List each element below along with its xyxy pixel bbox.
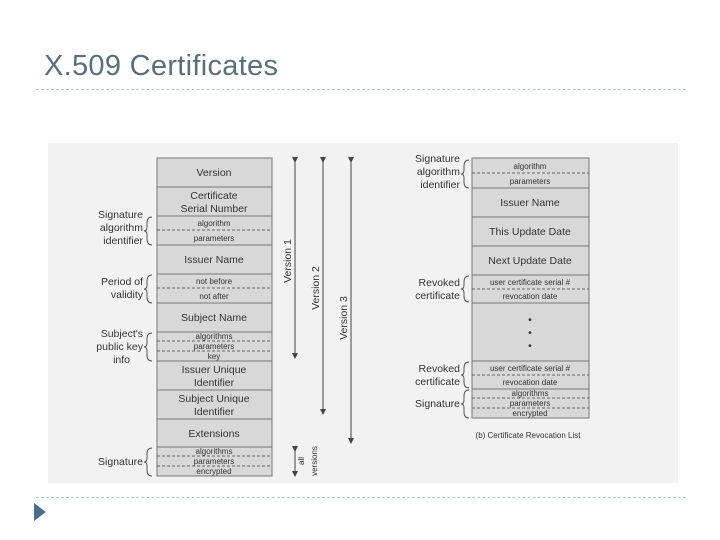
bullet-arrow-icon <box>34 503 46 521</box>
crl-next-update-field <box>471 245 590 276</box>
crl-label-revoked-1a: Revoked <box>419 277 461 289</box>
crl-label-sig-alg-2: algorithm <box>417 166 460 178</box>
slide-title: X.509 Certificates <box>44 50 279 82</box>
crl-label-revoked-1b: certificate <box>415 290 460 302</box>
crl-signature-enc-text: encrypted <box>512 409 547 418</box>
cert-label-sig-alg-3: identifier <box>103 235 143 247</box>
brace-cert-signature <box>143 447 153 477</box>
cert-extensions-text: Extensions <box>188 428 239 440</box>
crl-revoked-2-serial-text: user certificate serial # <box>490 364 571 373</box>
crl-this-update-field <box>471 216 590 247</box>
cert-not-before-text: not before <box>196 277 233 286</box>
x509-diagram: Version Certificate Serial Number algori… <box>96 153 590 477</box>
all-versions-label-1: all <box>297 457 306 465</box>
certificate-structure: Version Certificate Serial Number algori… <box>156 157 273 477</box>
crl-labels: Signature algorithm identifier Revoked c… <box>415 153 470 419</box>
cert-subject-text: Subject Name <box>181 312 247 324</box>
cert-sig-params-text: parameters <box>194 234 234 243</box>
cert-serial-field <box>156 186 273 217</box>
title-divider <box>36 89 686 90</box>
crl-label-sig-alg-1: Signature <box>415 153 460 165</box>
version-1-label: Version 1 <box>282 239 294 283</box>
brace-crl-signature <box>460 389 470 419</box>
crl-issuer-text: Issuer Name <box>500 197 560 209</box>
crl-revoked-1-serial-text: user certificate serial # <box>490 278 571 287</box>
crl-ellipsis-dot-3: • <box>528 340 532 352</box>
cert-label-pubkey-2: public key <box>96 341 143 353</box>
crl-ellipsis-dot-2: • <box>528 327 532 339</box>
crl-label-revoked-2b: certificate <box>415 376 460 388</box>
cert-label-validity-2: validity <box>111 289 144 301</box>
cert-serial-text-1: Certificate <box>190 190 237 202</box>
cert-label-sig-alg-2: algorithm <box>100 222 143 234</box>
cert-serial-text-2: Serial Number <box>180 203 248 215</box>
crl-structure: algorithm parameters Issuer Name This Up… <box>471 157 590 440</box>
version-3-label: Version 3 <box>338 296 350 340</box>
cert-label-signature: Signature <box>98 456 143 468</box>
crl-signature-field <box>471 388 590 419</box>
cert-issuer-text: Issuer Name <box>184 254 244 266</box>
brace-cert-sig-alg <box>143 216 153 246</box>
crl-label-sig-alg-3: identifier <box>420 179 460 191</box>
cert-label-sig-alg-1: Signature <box>98 209 143 221</box>
cert-not-after-text: not after <box>199 292 229 301</box>
cert-signature-field <box>156 446 273 477</box>
cert-subject-unique-text-2: Identifier <box>194 406 235 418</box>
brace-crl-sig-alg <box>460 159 470 189</box>
cert-signature-alg-text: algorithms <box>196 447 233 456</box>
crl-caption: (b) Certificate Revocation List <box>476 431 582 440</box>
crl-next-update-text: Next Update Date <box>488 255 572 267</box>
cert-label-pubkey-1: Subject's <box>101 328 143 340</box>
cert-issuer-unique-text-1: Issuer Unique <box>182 364 247 376</box>
cert-sig-alg-text: algorithm <box>198 219 231 228</box>
crl-signature-alg-text: algorithms <box>512 389 549 398</box>
crl-ellipsis-field <box>471 302 590 362</box>
cert-signature-params-text: parameters <box>194 457 234 466</box>
crl-signature-params-text: parameters <box>510 399 550 408</box>
brace-cert-pubkey <box>143 332 153 362</box>
cert-subject-unique-field <box>156 389 273 420</box>
crl-ellipsis-dot-1: • <box>528 314 532 326</box>
cert-pubkey-alg-text: algorithms <box>196 332 233 341</box>
cert-signature-enc-text: encrypted <box>196 467 231 476</box>
cert-label-pubkey-3: info <box>113 354 130 366</box>
crl-label-signature: Signature <box>415 398 460 410</box>
footer-divider <box>36 497 686 498</box>
all-versions-label-2: versions <box>310 446 319 476</box>
cert-version-field <box>156 157 273 188</box>
certificate-labels: Signature algorithm identifier Period of… <box>96 209 153 477</box>
cert-issuer-unique-field <box>156 360 273 391</box>
cert-subject-field <box>156 302 273 333</box>
crl-this-update-text: This Update Date <box>489 226 571 238</box>
brace-crl-revoked-2 <box>460 361 470 389</box>
crl-issuer-field <box>471 187 590 218</box>
cert-issuer-field <box>156 244 273 275</box>
version-2-label: Version 2 <box>310 266 322 310</box>
crl-revoked-2-date-text: revocation date <box>503 378 558 387</box>
crl-params-text: parameters <box>510 177 550 186</box>
cert-pubkey-field <box>156 331 273 362</box>
x509-figure: Version Certificate Serial Number algori… <box>48 143 678 483</box>
crl-label-revoked-2a: Revoked <box>419 363 461 375</box>
cert-label-validity-1: Period of <box>101 276 143 288</box>
cert-version-text: Version <box>196 167 231 179</box>
cert-issuer-unique-text-2: Identifier <box>194 377 235 389</box>
cert-pubkey-params-text: parameters <box>194 342 234 351</box>
crl-alg-text: algorithm <box>514 162 547 171</box>
brace-crl-revoked-1 <box>460 275 470 303</box>
cert-subject-unique-text-1: Subject Unique <box>178 393 249 405</box>
version-arrows: Version 1 Version 2 Version 3 all versio… <box>282 157 354 477</box>
brace-cert-validity <box>143 274 153 304</box>
crl-revoked-1-date-text: revocation date <box>503 292 558 301</box>
cert-pubkey-key-text: key <box>208 352 220 361</box>
